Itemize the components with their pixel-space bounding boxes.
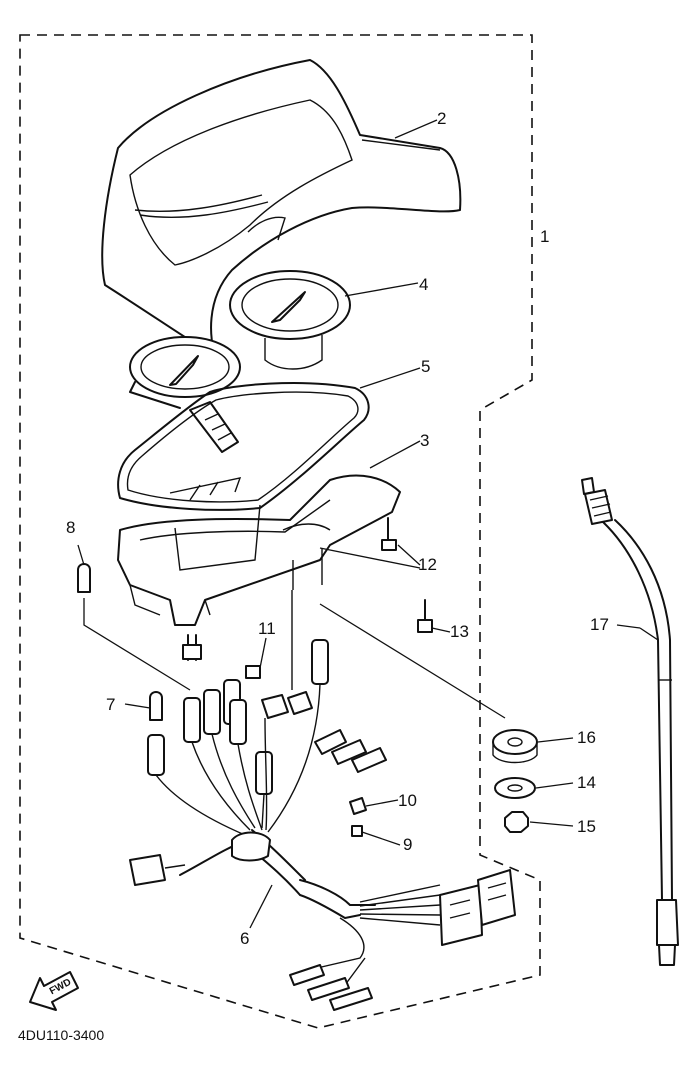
part-terminals	[261, 691, 387, 773]
diagram-code: 4DU110-3400	[18, 1027, 104, 1043]
callout-12: 12	[418, 555, 437, 574]
callout-10: 10	[398, 791, 417, 810]
callout-14: 14	[577, 773, 596, 792]
part-speedometer-cable	[581, 477, 679, 966]
part-screw-13	[417, 599, 433, 633]
part-bulb-8	[77, 563, 91, 593]
part-connector-right	[439, 869, 516, 946]
fwd-arrow-icon: FWD	[29, 971, 79, 1011]
callout-1: 1	[540, 227, 549, 246]
part-screw-12	[381, 517, 397, 551]
callout-4: 4	[419, 275, 428, 294]
callout-9: 9	[403, 835, 412, 854]
callout-7: 7	[106, 695, 115, 714]
callout-11: 11	[258, 619, 276, 638]
callout-6: 6	[240, 929, 249, 948]
assembly-boundary	[19, 34, 541, 1029]
part-screw-11	[245, 665, 261, 679]
part-bulb-7	[149, 691, 163, 721]
callout-3: 3	[420, 431, 429, 450]
callout-17: 17	[590, 615, 609, 634]
callout-2: 2	[437, 109, 446, 128]
part-gasket	[117, 382, 370, 511]
part-connector-left	[129, 854, 186, 886]
part-bulb-sockets	[147, 639, 329, 795]
part-bullet-terminals	[289, 964, 373, 1011]
part-grommet-16	[492, 729, 538, 764]
callout-15: 15	[577, 817, 596, 836]
part-bolt-9	[351, 825, 363, 837]
part-wire-harness	[155, 683, 441, 986]
leader-lines	[77, 119, 659, 929]
part-gauges	[129, 270, 351, 453]
callout-8: 8	[66, 518, 75, 537]
part-nut-15	[504, 811, 529, 833]
part-nut-10	[349, 797, 367, 815]
part-washer-14	[494, 777, 536, 799]
callout-13: 13	[450, 622, 469, 641]
callout-5: 5	[421, 357, 430, 376]
callout-16: 16	[577, 728, 596, 747]
part-meter-cover	[101, 59, 462, 356]
part-meter-case	[117, 474, 401, 690]
